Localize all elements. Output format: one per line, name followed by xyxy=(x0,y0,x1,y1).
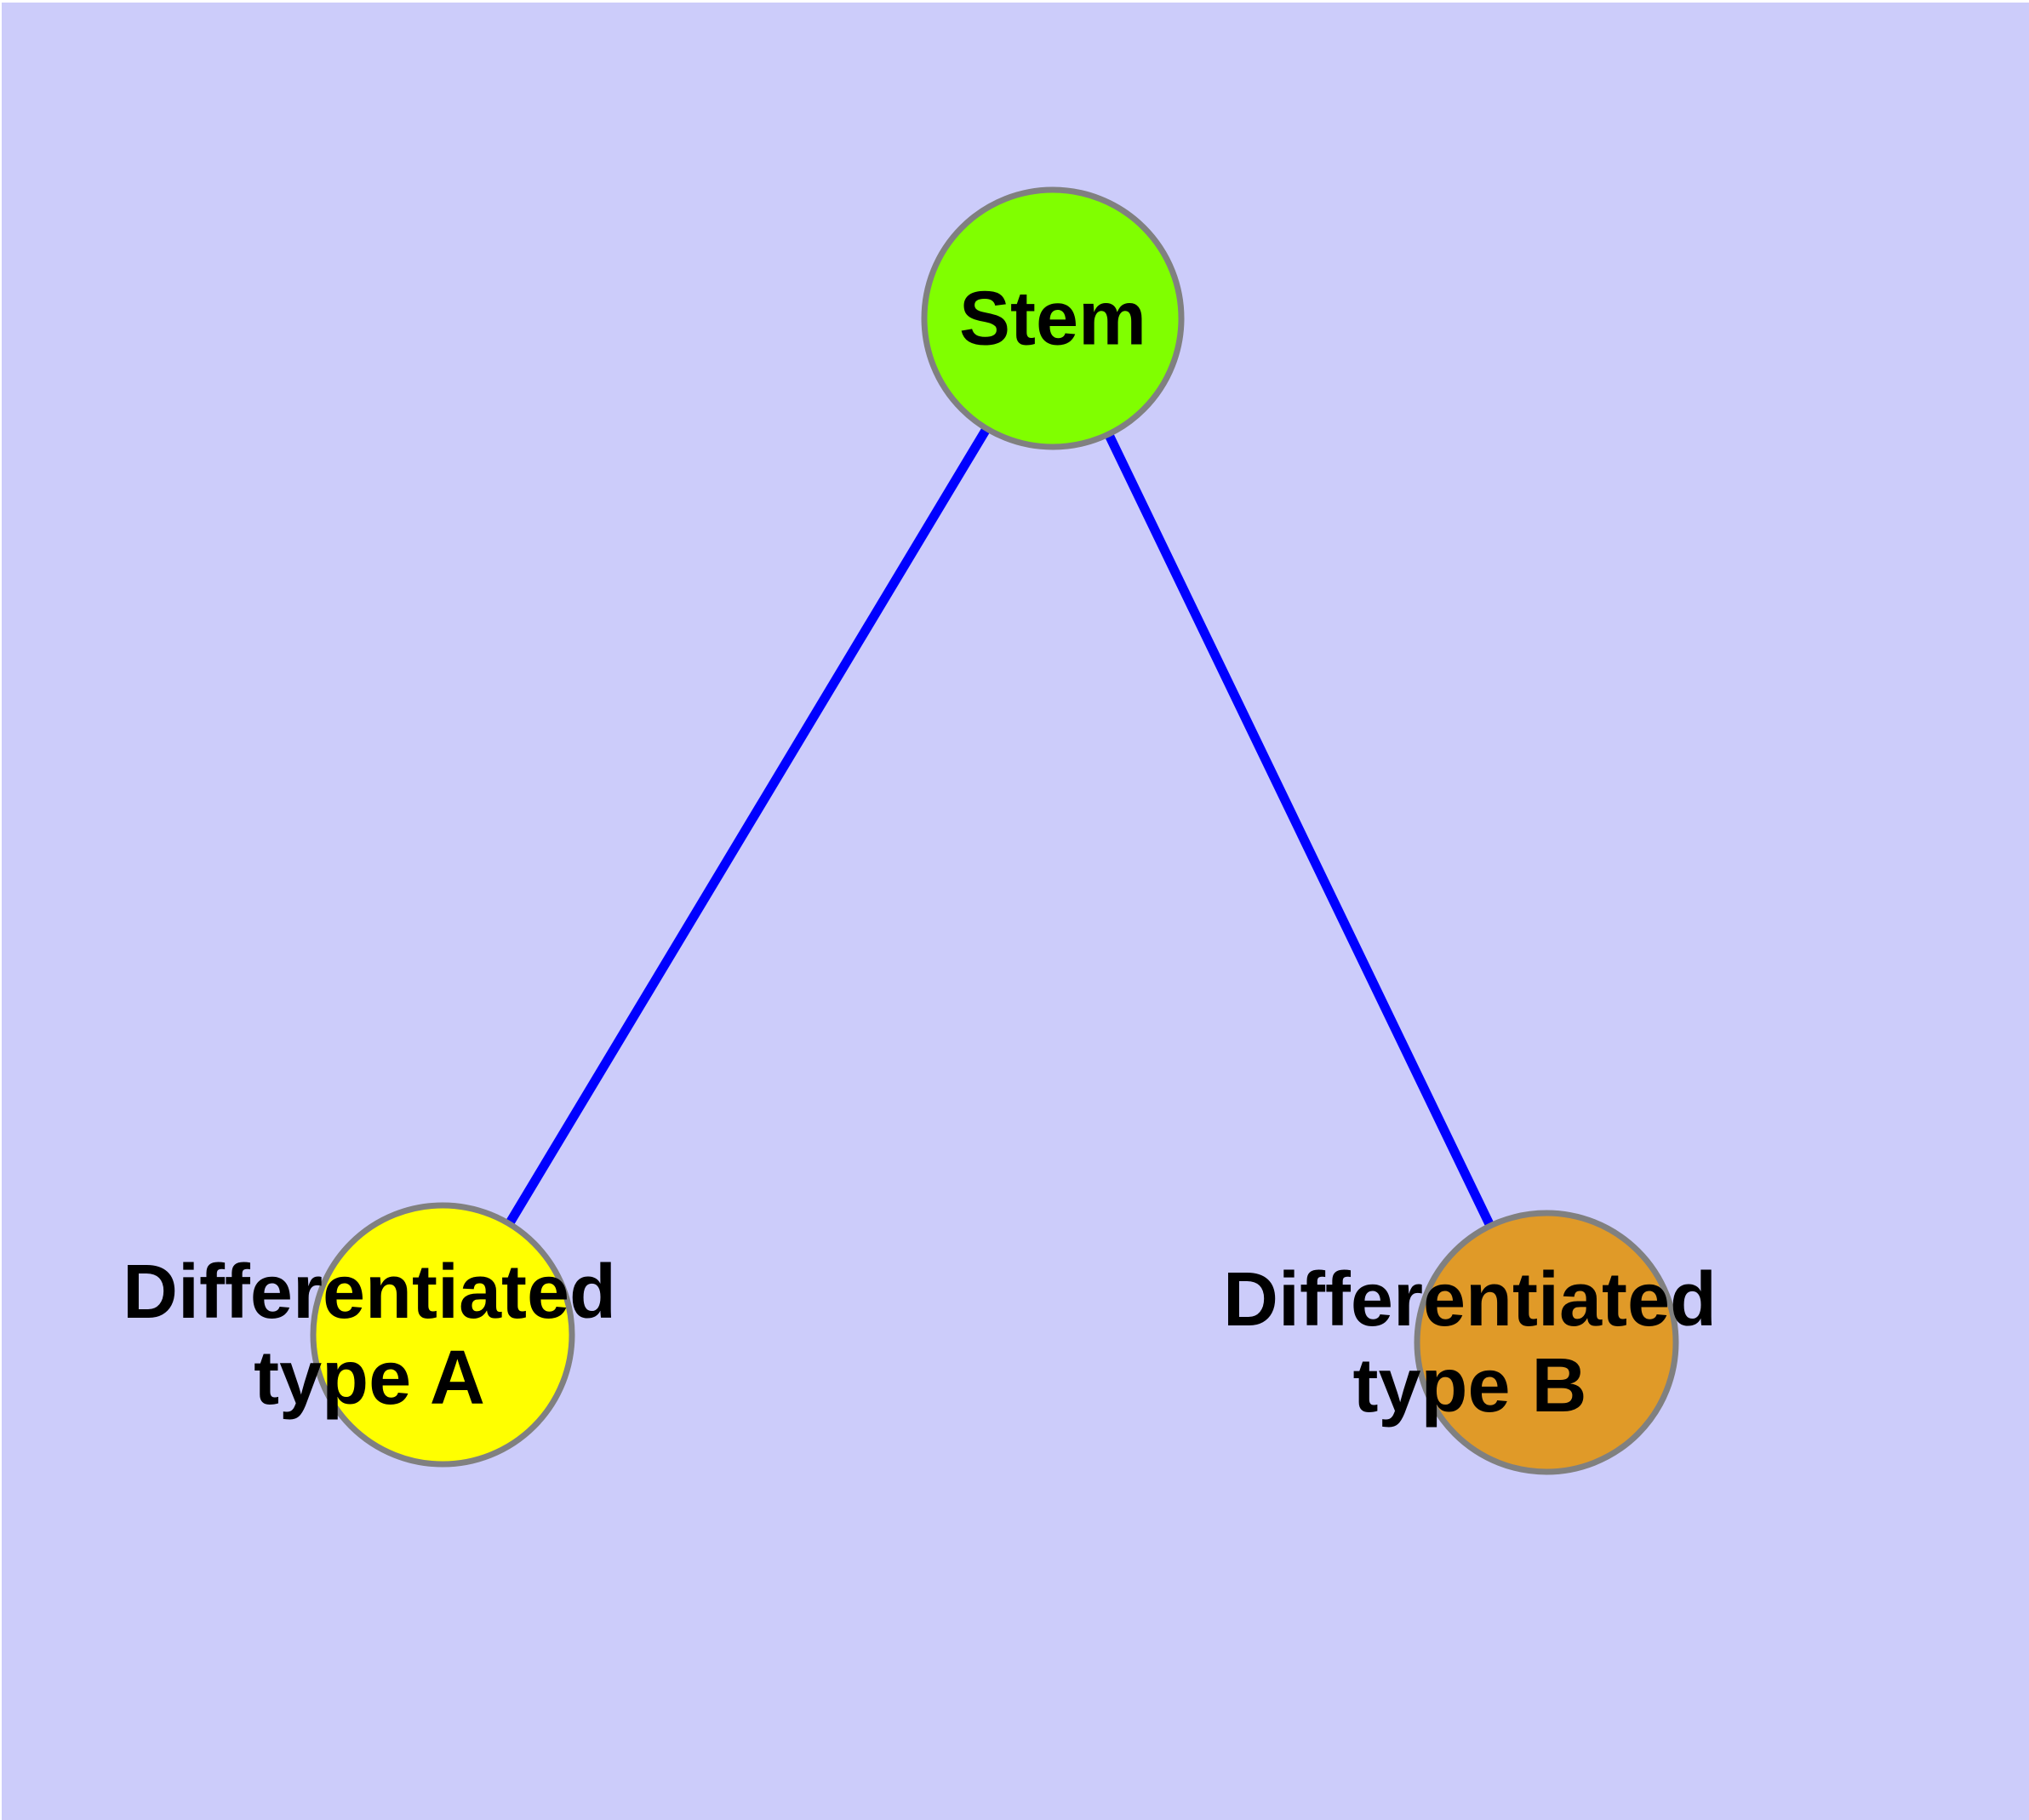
nodes-layer xyxy=(310,186,1679,1475)
graph-node-label-line: type A xyxy=(254,1336,485,1421)
graph-node-label-line: Differentiated xyxy=(123,1250,616,1335)
graph-node-label-line: Differentiated xyxy=(1223,1257,1717,1342)
graph-node-diff_b[interactable] xyxy=(1414,1210,1679,1475)
edges-layer xyxy=(438,316,1551,1345)
graph-node-label-line: type B xyxy=(1352,1343,1586,1428)
graph-edge-stem-diff_b[interactable] xyxy=(1049,316,1551,1345)
graph-node-label-stem: Stem xyxy=(959,277,1146,362)
graph-edge-stem-diff_a[interactable] xyxy=(438,316,1057,1337)
graph-node-diff_a[interactable] xyxy=(310,1202,575,1468)
graph-node-stem[interactable] xyxy=(921,186,1185,450)
graph-node-label-line: Stem xyxy=(959,277,1146,362)
